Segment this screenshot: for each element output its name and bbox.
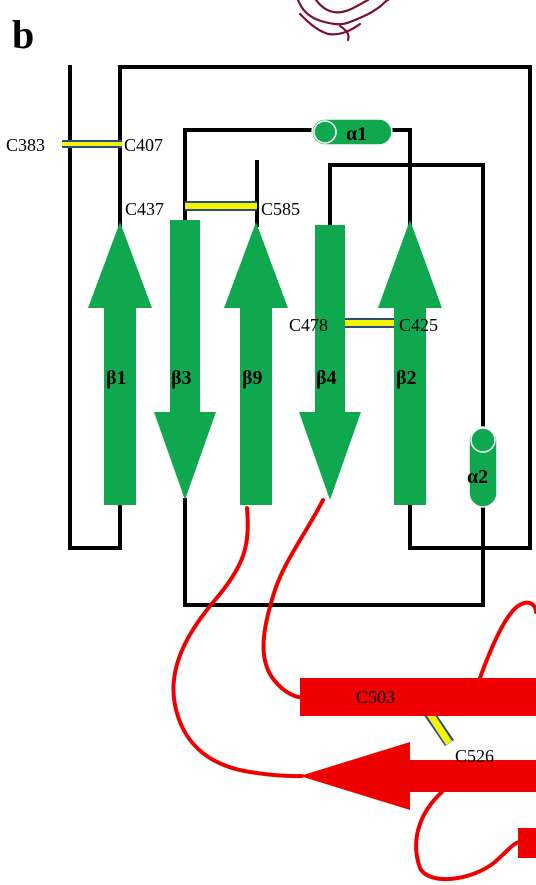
loop-b1-b2 — [118, 65, 532, 550]
ss-bond-437-585 — [185, 201, 257, 211]
strand-beta9 — [224, 222, 288, 505]
ss-bond-478-425 — [345, 318, 397, 328]
label-c407: C407 — [124, 135, 163, 155]
red-loop-b4 — [261, 498, 325, 700]
helix-alpha1 — [311, 118, 393, 146]
label-alpha2: α2 — [467, 466, 488, 488]
red-loop-b9 — [171, 506, 304, 779]
red-strand-small — [518, 828, 536, 858]
loop-a1-b2 — [388, 128, 412, 227]
label-c437: C437 — [125, 199, 164, 219]
label-beta2: β2 — [396, 367, 417, 389]
loop-connections — [68, 65, 532, 607]
helix-alpha2 — [468, 426, 498, 508]
strand-beta3 — [154, 220, 216, 500]
red-domain — [171, 498, 536, 881]
label-beta4: β4 — [316, 367, 337, 389]
red-loop-right — [478, 600, 536, 680]
label-beta9: β9 — [242, 367, 263, 389]
label-c425: C425 — [399, 315, 438, 335]
cysteine-labels: C383 C407 C437 C585 C478 C425 C503 C526 — [6, 135, 494, 766]
loop-b3-a1 — [183, 128, 320, 227]
ss-bond-383-407 — [62, 140, 122, 148]
label-c526: C526 — [455, 746, 494, 766]
red-strand-lower — [300, 742, 536, 810]
label-beta1: β1 — [106, 367, 127, 389]
alpha-helices — [311, 118, 498, 508]
label-c383: C383 — [6, 135, 45, 155]
strand-beta2 — [378, 220, 442, 505]
label-c478: C478 — [289, 315, 328, 335]
label-c585: C585 — [261, 199, 300, 219]
red-loop-bottom — [414, 790, 522, 881]
strand-beta4 — [299, 225, 361, 500]
helix-labels: α1 α2 — [346, 123, 488, 488]
beta-strands — [88, 220, 442, 505]
strand-beta1 — [88, 222, 152, 505]
label-c503: C503 — [356, 687, 395, 707]
loop-b4-a2 — [328, 163, 485, 442]
label-beta3: β3 — [171, 367, 192, 389]
structure-thumbnail — [296, 0, 390, 42]
strand-labels: β1 β3 β9 β4 β2 — [106, 367, 417, 389]
panel-label: b — [12, 12, 34, 57]
red-strand-upper — [300, 678, 536, 716]
loop-n-term — [68, 65, 122, 550]
label-alpha1: α1 — [346, 123, 367, 145]
loop-a2-b3 — [183, 498, 485, 607]
